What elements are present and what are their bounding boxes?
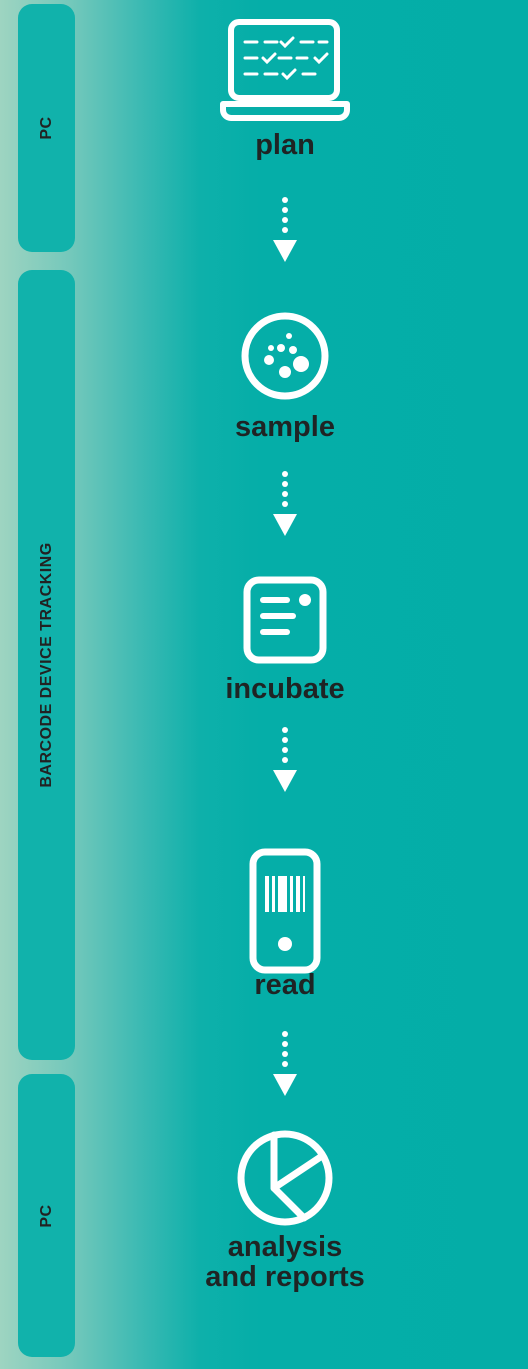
lane-label: PC <box>37 116 55 140</box>
step-incubate: incubate <box>160 574 410 704</box>
down-arrow-icon <box>265 726 305 796</box>
barcode-reader-icon <box>249 848 321 974</box>
laptop-checklist-icon <box>220 19 350 121</box>
step-label: read <box>254 969 316 1001</box>
lane-pc-bottom: PC <box>18 1074 75 1357</box>
step-plan: plan <box>160 16 410 160</box>
step-label: analysis and reports <box>160 1232 410 1292</box>
step-label-line1: analysis <box>227 1231 343 1263</box>
step-label: sample <box>235 411 335 443</box>
down-arrow-icon <box>265 196 305 266</box>
lane-label: BARCODE DEVICE TRACKING <box>37 542 55 788</box>
step-label: incubate <box>225 673 345 705</box>
pie-chart-icon <box>237 1130 333 1226</box>
incubator-icon <box>243 576 327 664</box>
step-sample: sample <box>160 308 410 442</box>
step-read: read <box>160 846 410 1000</box>
petri-dish-icon <box>241 312 329 400</box>
down-arrow-icon <box>265 470 305 540</box>
lane-label: PC <box>37 1203 55 1228</box>
step-label-line2: and reports <box>205 1261 365 1293</box>
lane-barcode-device-tracking: BARCODE DEVICE TRACKING <box>18 270 75 1060</box>
step-label: plan <box>255 129 315 161</box>
down-arrow-icon <box>265 1030 305 1100</box>
step-analysis-and-reports: analysis and reports <box>160 1126 410 1292</box>
lane-pc-top: PC <box>18 4 75 252</box>
